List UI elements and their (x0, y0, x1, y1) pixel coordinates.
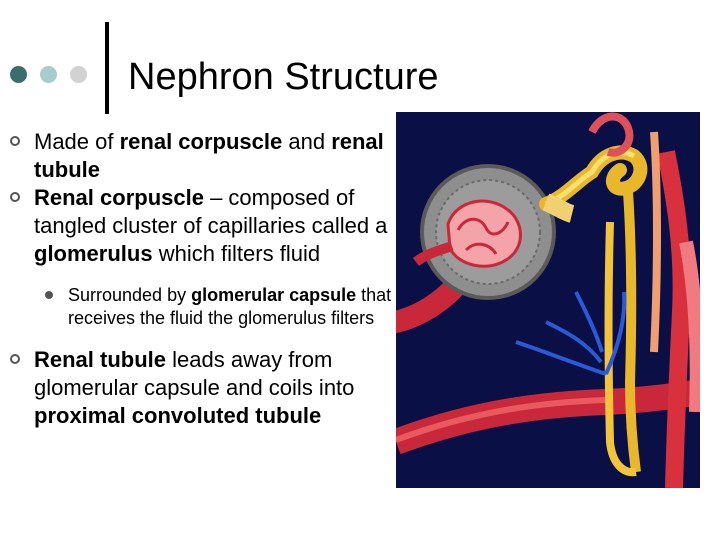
ring-bullet-icon (10, 354, 20, 364)
blue-vein (515, 291, 607, 376)
glomerulus (446, 199, 522, 268)
sub-bullet-text: that receives the fluid the glomerulus f… (68, 285, 392, 328)
bullet-text: and (282, 129, 332, 154)
header-dot-dark (10, 66, 27, 83)
bullet-item: Renal corpuscle – composed of tangled cl… (10, 184, 395, 268)
bullet-list: Made of renal corpuscle and renal tubule… (10, 128, 395, 430)
afferent-arteriole (412, 241, 454, 267)
descending-limb (623, 191, 641, 473)
bullet-text: which filters fluid (152, 241, 321, 266)
bullet-bold-text: glomerulus (34, 241, 153, 266)
nephron-illustration (385, 112, 704, 489)
nephron-drawing (385, 112, 704, 489)
bullet-bold-text: Renal corpuscle (34, 185, 204, 210)
ring-bullet-icon (10, 136, 20, 146)
blue-vein-branch (604, 291, 627, 375)
bullet-bold-text: renal corpuscle (119, 129, 283, 154)
header-divider (105, 22, 109, 114)
sub-bullet-item: Surrounded by glomerular capsule that re… (10, 284, 395, 330)
slide-title: Nephron Structure (128, 56, 439, 98)
peritubular-capillary (588, 112, 634, 157)
bullet-item: Renal tubule leads away from glomerular … (10, 346, 395, 430)
bullet-bold-text: Renal tubule (34, 347, 167, 372)
right-vessel (657, 150, 691, 489)
bullet-bold-text: proximal convoluted tubule (34, 403, 322, 428)
glomerulus-loops (456, 217, 510, 255)
collecting-duct (650, 131, 661, 353)
sub-bullet-text: Surrounded by (68, 285, 192, 305)
bullet-item: Made of renal corpuscle and renal tubule (10, 128, 395, 184)
ring-bullet-icon (10, 192, 20, 202)
dot-bullet-icon (45, 291, 53, 299)
renal-artery-lower (391, 379, 703, 455)
bullet-text: Made of (34, 129, 120, 154)
renal-artery-highlight (394, 397, 607, 443)
header-dot-light (70, 66, 87, 83)
bullet-text: leads away from glomerular capsule and c… (34, 347, 355, 400)
sub-bullet-bold-text: glomerular capsule (191, 285, 357, 305)
ascending-limb (604, 221, 637, 477)
header-dot-mid (40, 66, 57, 83)
bullet-text: – composed of tangled cluster of capilla… (34, 185, 388, 238)
tubule-segment (542, 193, 575, 223)
right-vein (679, 240, 704, 413)
bullet-bold-text: renal tubule (34, 129, 384, 182)
